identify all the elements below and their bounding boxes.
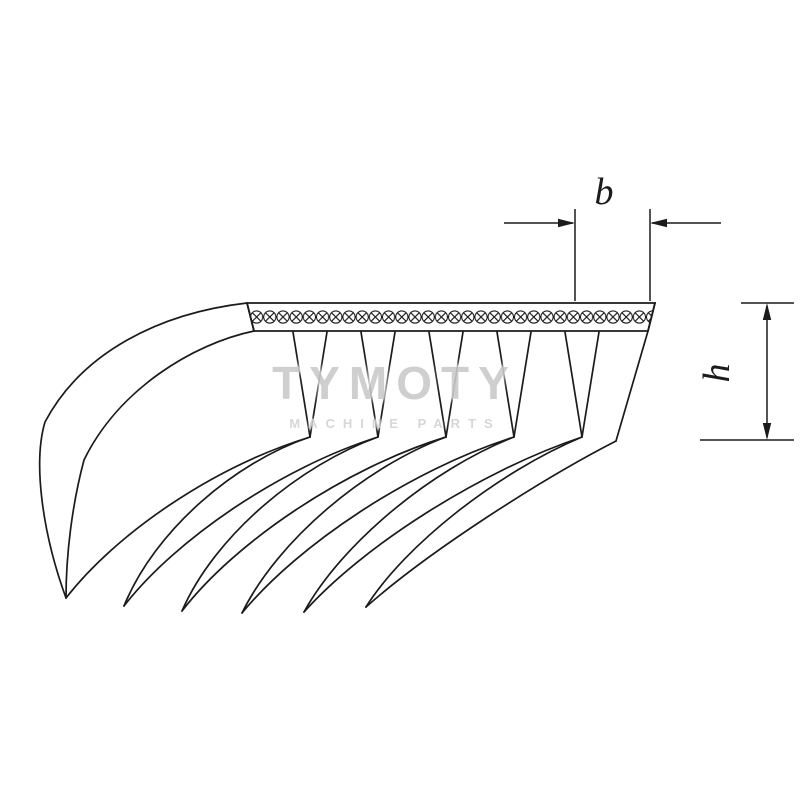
hatched-band (245, 302, 657, 332)
belt-outer-back-curve (38, 302, 248, 599)
dimension-label-b: b (595, 171, 614, 213)
rib-curve (241, 436, 447, 614)
arrow-left-icon (650, 218, 667, 228)
rib-curve (365, 440, 617, 608)
rib-curve (241, 436, 515, 614)
dimension-label-h: h (696, 364, 738, 383)
groove-triangle (360, 331, 396, 438)
groove-triangle (496, 331, 532, 438)
rib-curve (65, 436, 311, 599)
groove-triangle (564, 331, 600, 438)
belt-grooves (292, 331, 600, 438)
rib-curve (365, 436, 583, 608)
arrow-down-icon (762, 423, 772, 440)
belt-left-edge (246, 302, 255, 332)
groove-triangle (292, 331, 328, 438)
belt-back-band (245, 302, 657, 332)
rib-curve (303, 436, 583, 613)
rib-curve (181, 436, 447, 612)
belt-right-edge (615, 302, 656, 442)
belt-inner-back-curve (65, 330, 255, 599)
belt-outline (38, 302, 656, 599)
rib-curve (181, 436, 379, 612)
dimension-h: h (696, 302, 794, 441)
rib-curves (65, 436, 617, 614)
rib-curve (123, 436, 379, 607)
rib-curve (303, 436, 515, 613)
arrow-right-icon (558, 218, 575, 228)
groove-triangle (428, 331, 464, 438)
rib-curve (123, 436, 311, 607)
dimension-b: b (504, 171, 721, 301)
arrow-up-icon (762, 303, 772, 320)
